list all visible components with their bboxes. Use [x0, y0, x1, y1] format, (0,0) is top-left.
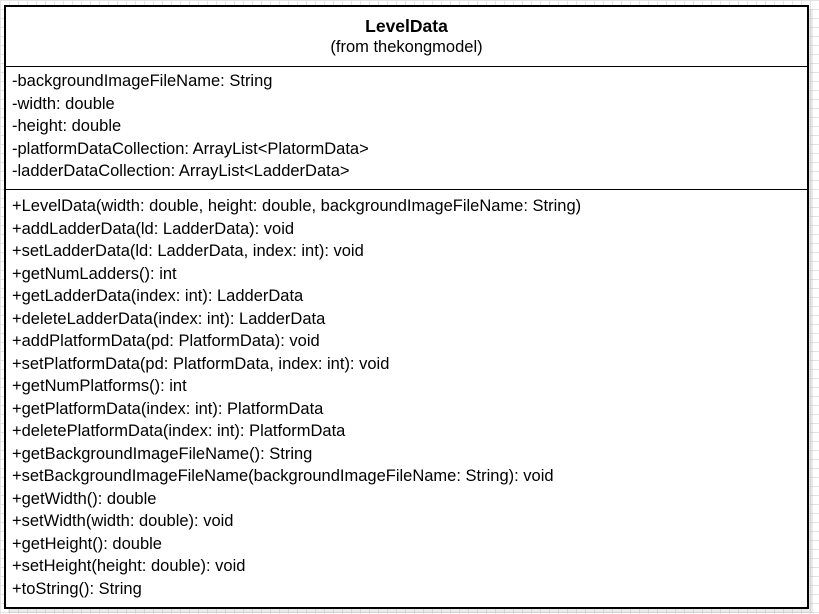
- operation-item: +getWidth(): double: [12, 489, 157, 508]
- attribute-item: -height: double: [12, 117, 122, 135]
- uml-class-box[interactable]: LevelData (from thekongmodel) -backgroun…: [4, 5, 809, 609]
- operation-item: +deleteLadderData(index: int): LadderDat…: [12, 309, 326, 328]
- attribute-list: -backgroundImageFileName: String -width: …: [12, 70, 369, 183]
- operation-list: +LevelData(width: double, height: double…: [12, 195, 581, 600]
- class-header: LevelData (from thekongmodel): [6, 7, 807, 67]
- operation-item: +deletePlatformData(index: int): Platfor…: [12, 422, 346, 440]
- attribute-item: -backgroundImageFileName: String: [12, 72, 273, 90]
- attributes-compartment: -backgroundImageFileName: String -width: …: [6, 67, 807, 190]
- operation-item: +addLadderData(ld: LadderData): void: [12, 219, 295, 238]
- operation-item: +getBackgroundImageFileName(): String: [12, 444, 313, 463]
- attribute-item: -ladderDataCollection: ArrayList<LadderD…: [12, 162, 350, 180]
- operation-item: +addPlatformData(pd: PlatformData): void: [12, 332, 320, 350]
- operation-item: +getPlatformData(index: int): PlatformDa…: [12, 399, 324, 418]
- operation-item: +getLadderData(index: int): LadderData: [12, 287, 304, 305]
- operation-item: +setWidth(width: double): void: [12, 512, 234, 530]
- class-package-note: (from thekongmodel): [330, 38, 483, 56]
- operation-item: +LevelData(width: double, height: double…: [12, 197, 582, 215]
- class-name: LevelData: [365, 16, 448, 36]
- operation-item: +setBackgroundImageFileName(backgroundIm…: [12, 467, 554, 485]
- operation-item: +getNumLadders(): int: [12, 264, 177, 283]
- operation-item: +setHeight(height: double): void: [12, 557, 246, 575]
- operations-compartment: +LevelData(width: double, height: double…: [6, 190, 807, 607]
- operation-item: +getHeight(): double: [12, 534, 162, 553]
- operation-item: +getNumPlatforms(): int: [12, 377, 187, 395]
- operation-item: +setLadderData(ld: LadderData, index: in…: [12, 242, 364, 260]
- operation-item: +toString(): String: [12, 579, 142, 598]
- attribute-item: -width: double: [12, 94, 115, 113]
- operation-item: +setPlatformData(pd: PlatformData, index…: [12, 354, 390, 373]
- attribute-item: -platformDataCollection: ArrayList<Plato…: [12, 139, 369, 158]
